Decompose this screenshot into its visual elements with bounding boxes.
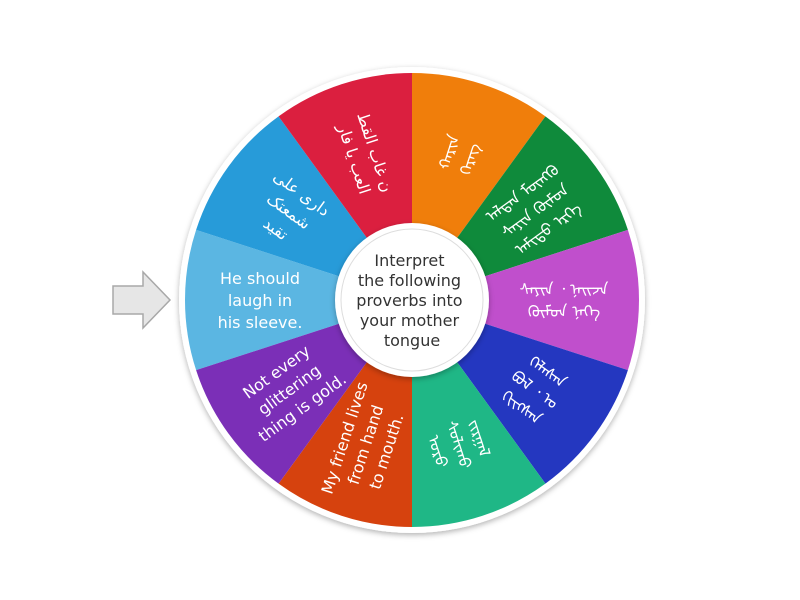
segment-label: He should laugh in his sleeve. <box>218 269 303 332</box>
center-line: the following <box>358 271 461 290</box>
segment-label-line: laugh in <box>228 291 292 310</box>
wheel-segment <box>185 229 412 371</box>
segment-label: ᠰᠠᠶᠢᠨ ᠂ ᠨᠠᠢᠵᠠ ᠬᠦᠮᠦᠨ ᠨᠡᠭᠡ <box>520 280 609 322</box>
center-line: your mother <box>360 311 460 330</box>
center-hub-inner <box>340 228 484 372</box>
center-line: proverbs into <box>356 291 462 310</box>
segment-label-line: He should <box>220 269 300 288</box>
segment-label-line: ᠰᠠᠶᠢᠨ ᠂ ᠨᠠᠢᠵᠠ <box>520 280 609 299</box>
pointer-arrow-icon <box>112 270 172 330</box>
center-line: Interpret <box>374 251 444 270</box>
center-line: tongue <box>384 331 440 350</box>
segment-label-line: his sleeve. <box>218 313 303 332</box>
segment-label-line: ᠬᠦᠮᠦᠨ ᠨᠡᠭᠡ <box>528 302 601 322</box>
wheel-segment <box>412 229 639 371</box>
center-prompt: Interpret the following proverbs into yo… <box>356 251 467 350</box>
